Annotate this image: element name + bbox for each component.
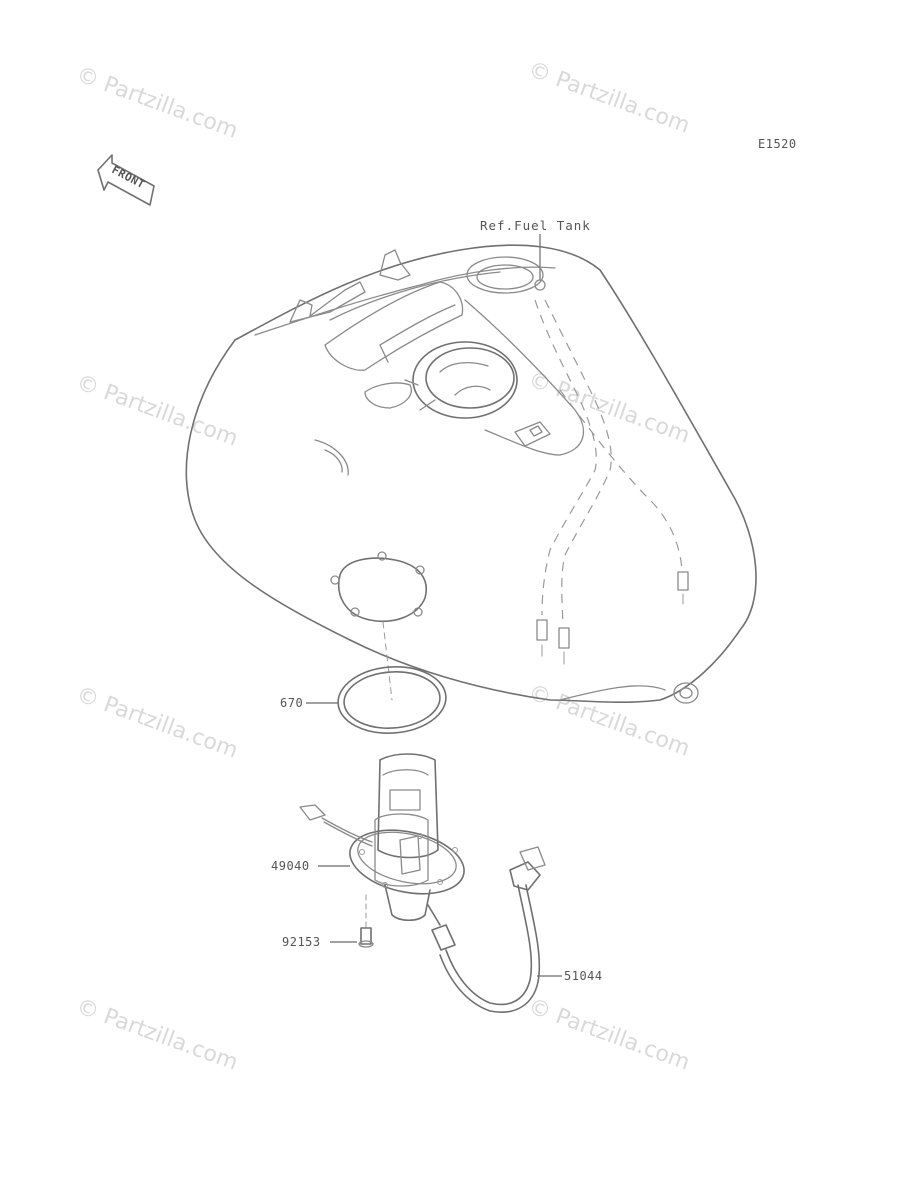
watermark-5: © Partzilla.com xyxy=(73,682,241,764)
watermark-3: © Partzilla.com xyxy=(73,370,241,452)
watermark-2: © Partzilla.com xyxy=(525,57,693,139)
part-49040-fuel-pump: 49040 xyxy=(271,753,465,922)
front-label: FRONT xyxy=(110,163,148,191)
fuel-tank xyxy=(185,244,757,704)
watermark-7: © Partzilla.com xyxy=(73,994,241,1076)
ref-fuel-tank-label: Ref.Fuel Tank xyxy=(480,218,591,233)
part-92153-bolt: 92153 xyxy=(282,894,374,949)
part-label-49040[interactable]: 49040 xyxy=(271,859,310,873)
watermark-6: © Partzilla.com xyxy=(525,680,693,762)
part-label-670[interactable]: 670 xyxy=(280,696,303,710)
pump-mount-flange xyxy=(330,551,427,701)
upper-ring xyxy=(466,256,546,294)
part-label-51044[interactable]: 51044 xyxy=(564,969,603,983)
watermark-8: © Partzilla.com xyxy=(525,994,693,1076)
watermark-1: © Partzilla.com xyxy=(73,62,241,144)
part-670-oring: 670 xyxy=(280,666,447,734)
front-arrow-icon: FRONT xyxy=(97,154,155,206)
watermarks: © Partzilla.com © Partzilla.com © Partzi… xyxy=(73,57,693,1076)
filler-opening xyxy=(404,341,518,419)
tank-hoses xyxy=(534,299,689,665)
watermark-4: © Partzilla.com xyxy=(525,367,693,449)
part-label-92153[interactable]: 92153 xyxy=(282,935,321,949)
diagram-code: E1520 xyxy=(758,137,797,151)
part-51044-hose: 51044 xyxy=(427,846,603,1013)
